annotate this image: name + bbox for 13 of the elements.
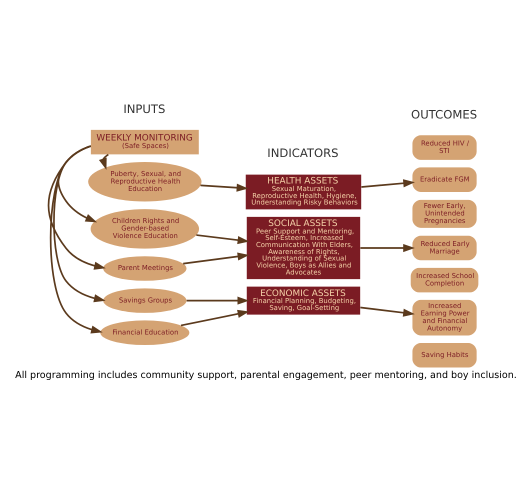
arrow [360,306,415,316]
arrow [50,144,103,333]
arrow [183,252,250,264]
label: INDICATORS [267,146,339,160]
arrow [180,309,250,326]
arrow [200,183,248,192]
arrow [361,178,415,188]
arrow [186,296,250,304]
arrow [360,243,415,252]
arrow [196,234,250,244]
caption: All programming includes community support, parental engagement, peer mentoring, and boy inclusion. [15,369,517,380]
label: INPUTS [123,101,166,116]
label: OUTCOMES [411,106,478,121]
